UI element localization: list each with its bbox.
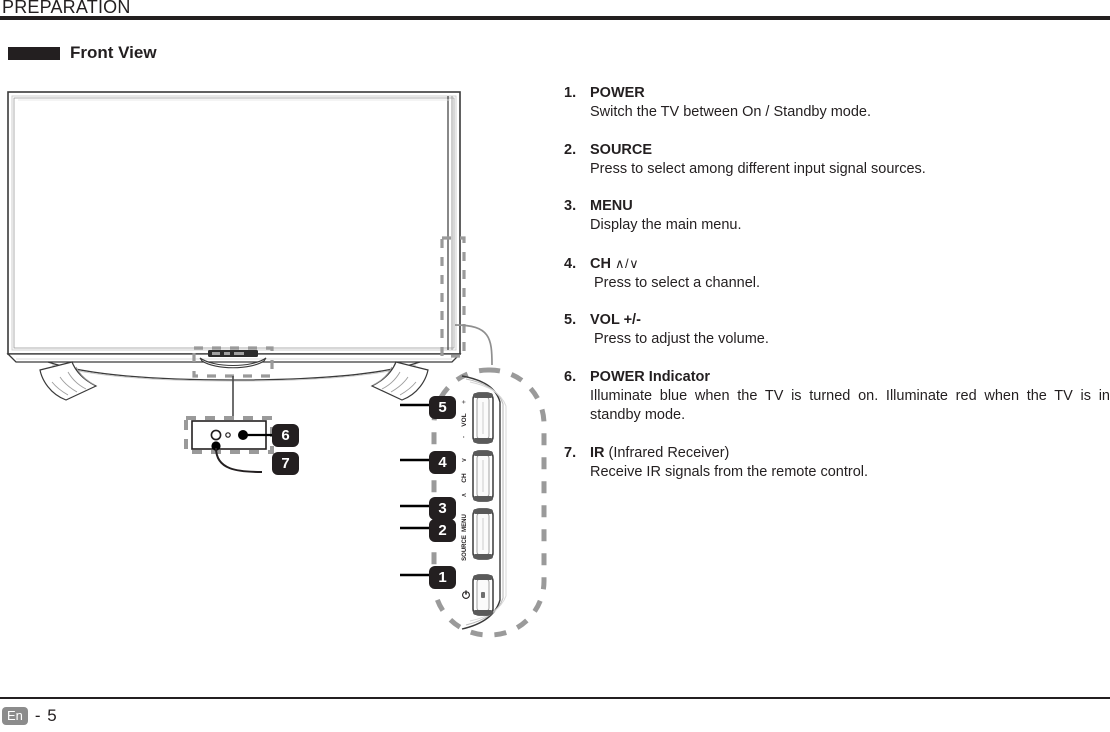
ch-down-label: ∧ [461,492,468,497]
feature-item-6-number: 6. [564,368,577,385]
callout-badge-7-label: 7 [281,455,290,472]
control-panel-detail: + VOL - ∨ CH ∧ MENU SOURCE [400,367,547,638]
callout-badge-4-label: 4 [438,454,447,471]
callout-badge-7: 7 [272,452,299,475]
page-footer: En - 5 [2,706,58,726]
ch-label: CH [461,473,468,483]
callout-badge-4: 4 [429,451,456,474]
section-title: Front View [70,43,157,62]
power-led-indicator [210,429,222,441]
feature-item-5-title: VOL +/- [590,312,641,328]
feature-item-3-number: 3. [564,198,577,214]
feature-item-4: 4. CH ∧/∨ Press to select a channel. [564,254,1110,294]
power-button [462,574,494,616]
feature-item-3-body: Display the main menu. [590,217,742,233]
tv-logo-plate [199,350,267,369]
vol-button: + VOL - [461,392,494,444]
channel-arrows-icon: ∧/∨ [614,255,640,271]
page-number: - 5 [34,706,58,725]
callout-badge-2-label: 2 [438,522,447,539]
tv-body [7,91,461,355]
page-title: PREPARATION [2,0,131,17]
feature-item-4-title: CH [590,255,611,272]
source-label: SOURCE [462,535,468,561]
feature-item-1-title: POWER [590,85,645,101]
tv-bottom-bar [6,353,462,363]
vol-label: VOL [461,413,468,426]
menu-label: MENU [462,514,468,532]
callout-badge-5: 5 [429,396,456,419]
feature-item-6-title: POWER Indicator [590,368,711,385]
feature-item-5-body: Press to adjust the volume. [594,331,769,347]
callout-badge-5-label: 5 [438,399,447,416]
callout-badge-6: 6 [272,424,299,447]
tv-foot-left [39,361,98,401]
power-symbol-icon [462,589,470,599]
callout-badge-3-label: 3 [438,500,447,517]
feature-item-5: 5. VOL +/- Press to adjust the volume. [564,311,1110,350]
callout-badge-3: 3 [429,497,456,520]
ch-up-label: ∨ [461,457,468,462]
feature-item-4-body: Press to select a channel. [594,274,761,291]
vol-minus-label: - [461,435,468,438]
language-badge: En [2,707,28,725]
tv-stand [39,350,429,401]
feature-item-2-title: SOURCE [590,141,653,158]
callout-badge-1-label: 1 [438,569,447,586]
page-header: PREPARATION [0,0,1110,22]
feature-item-1-body: Switch the TV between On / Standby mode. [590,104,872,120]
led-ir-detail [184,376,274,473]
feature-item-2-number: 2. [564,141,577,158]
front-view-illustration: + VOL - ∨ CH ∧ MENU SOURCE [0,80,560,650]
feature-item-7: 7. IR (Infrared Receiver) Receive IR sig… [564,444,1110,483]
feature-item-6: 6. POWER Indicator Illuminate blue when … [564,368,1110,426]
small-sensor-dot [225,432,231,438]
footer-divider [0,697,1110,699]
feature-item-1: 1. POWER Switch the TV between On / Stan… [564,84,1110,123]
feature-item-1-number: 1. [564,85,577,101]
feature-item-7-number: 7. [564,444,577,461]
control-panel-marker [440,236,466,358]
feature-item-3-title: MENU [590,198,633,214]
menu-source-button: MENU SOURCE [462,508,494,561]
tv-foot-right [370,361,429,401]
feature-item-7-title-suffix: (Infrared Receiver) [608,444,730,461]
ch-button: ∨ CH ∧ [461,450,494,502]
feature-description-list: 1. POWER Switch the TV between On / Stan… [564,84,1110,500]
leader-dot-7 [211,441,221,451]
header-divider [0,16,1110,20]
feature-item-7-title: IR [590,444,605,461]
feature-item-6-body: Illuminate blue when the TV is turned on… [590,387,1110,424]
section-marker-block [8,46,60,60]
callout-badge-1: 1 [429,566,456,589]
feature-item-7-body: Receive IR signals from the remote contr… [590,463,869,480]
callout-leaders [400,401,451,579]
vol-plus-label: + [461,400,468,404]
feature-item-3: 3. MENU Display the main menu. [564,197,1110,236]
callout-badge-6-label: 6 [281,427,290,444]
section-header: Front View [0,42,157,64]
feature-item-2: 2. SOURCE Press to select among differen… [564,141,1110,180]
callout-badge-2: 2 [429,519,456,542]
feature-item-4-number: 4. [564,255,577,272]
feature-item-2-body: Press to select among different input si… [590,160,926,177]
feature-item-5-number: 5. [564,312,577,328]
